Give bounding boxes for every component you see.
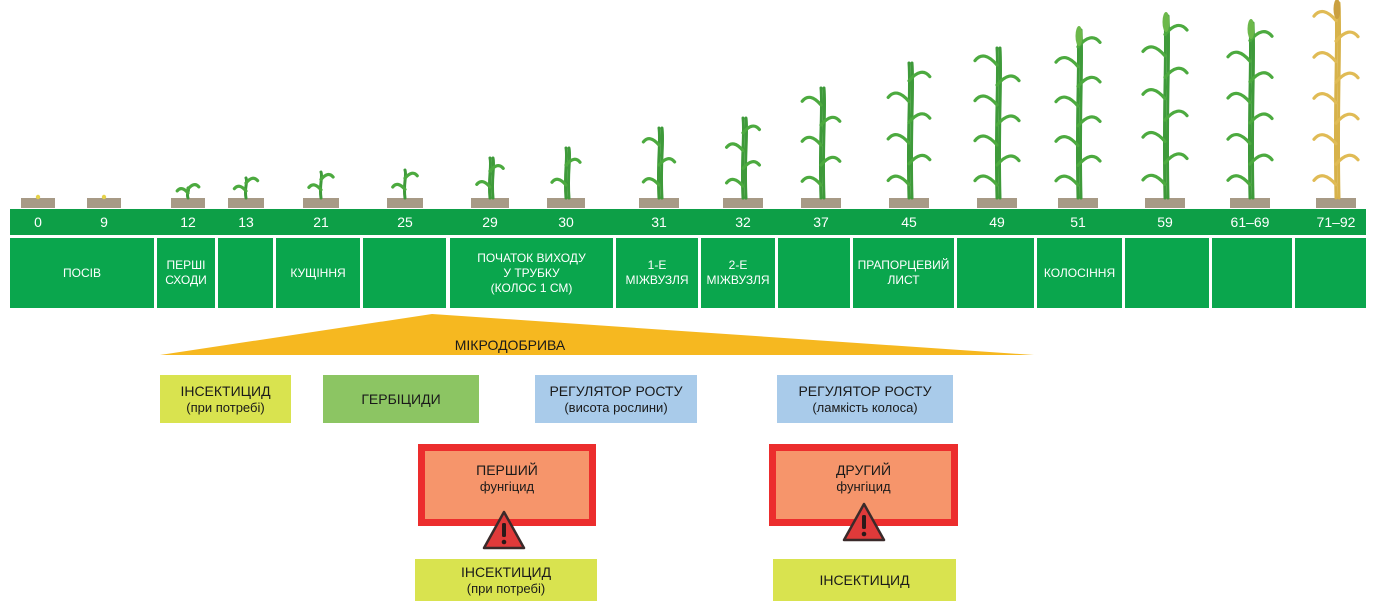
bbch-code: 59	[1157, 214, 1173, 230]
plant-stage-12	[171, 183, 205, 208]
plant-stage-30	[547, 146, 585, 208]
growth-stage-cell	[957, 238, 1034, 308]
insecticide-mid-title: ІНСЕКТИЦИД	[460, 563, 552, 580]
insecticide-early-title: ІНСЕКТИЦИД	[180, 382, 271, 399]
plant-stage-45	[886, 61, 932, 208]
plant-stage-9	[87, 194, 121, 208]
bbch-code: 31	[651, 214, 667, 230]
bbch-code: 25	[397, 214, 413, 230]
herbicides-title: ГЕРБІЦИДИ	[361, 390, 441, 407]
bbch-code: 49	[989, 214, 1005, 230]
plant-stage-71–92	[1312, 0, 1360, 208]
bbch-code: 30	[558, 214, 574, 230]
second-fungicide-note: фунгіцид	[836, 478, 891, 494]
herbicides-box: ГЕРБІЦИДИ	[323, 375, 479, 423]
bbch-code: 32	[735, 214, 751, 230]
microfertilizer-label: МІКРОДОБРИВА	[454, 337, 566, 353]
insecticide-late-box: ІНСЕКТИЦИД	[773, 559, 956, 601]
growth-regulator-height-title: РЕГУЛЯТОР РОСТУ	[549, 382, 683, 399]
growth-stage-cell	[1125, 238, 1209, 308]
growth-stage-cell: 2-Е МІЖВУЗЛЯ	[701, 238, 775, 308]
growth-stage-cell: КУЩІННЯ	[276, 238, 360, 308]
growth-stage-cell	[1295, 238, 1366, 308]
growth-regulator-height-note: (висота рослини)	[564, 399, 668, 415]
bbch-code: 29	[482, 214, 498, 230]
growth-regulator-ear-box: РЕГУЛЯТОР РОСТУ (ламкість колоса)	[777, 375, 953, 423]
plant-stage-49	[973, 46, 1021, 208]
growth-regulator-height-box: РЕГУЛЯТОР РОСТУ (висота рослини)	[535, 375, 697, 423]
growth-stage-cell	[1212, 238, 1292, 308]
insecticide-mid-note: (при потребі)	[466, 580, 546, 596]
warning-triangle-icon	[842, 502, 886, 542]
growth-regulator-ear-title: РЕГУЛЯТОР РОСТУ	[798, 382, 932, 399]
growth-stage-cell: ПОЧАТОК ВИХОДУ У ТРУБКУ (КОЛОС 1 СМ)	[450, 238, 613, 308]
plant-stage-0	[21, 194, 55, 208]
second-fungicide-title: ДРУГИЙ	[835, 461, 892, 478]
bbch-code-strip: 0 9 12 13 21 25 29 30 31 32 37 45 49 51 59 61–69 71–92	[10, 209, 1366, 235]
growth-stage-cell: 1-Е МІЖВУЗЛЯ	[616, 238, 698, 308]
insecticide-mid-box: ІНСЕКТИЦИД (при потребі)	[415, 559, 597, 601]
insecticide-early-note: (при потребі)	[186, 399, 265, 415]
plant-stage-31	[639, 126, 679, 208]
bbch-code: 9	[100, 214, 108, 230]
plant-stage-37	[800, 86, 842, 208]
growth-stage-cell: ПЕРШІ СХОДИ	[157, 238, 215, 308]
plant-stage-29	[471, 156, 509, 208]
bbch-code: 13	[238, 214, 254, 230]
first-fungicide-title: ПЕРШИЙ	[476, 461, 538, 478]
insecticide-late-title: ІНСЕКТИЦИД	[819, 571, 910, 588]
bbch-code: 61–69	[1230, 214, 1270, 230]
plant-stage-51	[1054, 26, 1102, 208]
bbch-code: 71–92	[1316, 214, 1356, 230]
growth-stage-cell: ПОСІВ	[10, 238, 154, 308]
growth-stage-cell	[218, 238, 273, 308]
growth-stage-cell: ПРАПОРЦЕВИЙ ЛИСТ	[853, 238, 954, 308]
plant-stage-61–69	[1226, 19, 1274, 208]
plant-stage-13	[228, 176, 264, 208]
bbch-code: 12	[180, 214, 196, 230]
warning-triangle-icon	[482, 510, 526, 550]
growth-regulator-ear-note: (ламкість колоса)	[812, 399, 918, 415]
growth-stage-cell: КОЛОСІННЯ	[1037, 238, 1122, 308]
plant-stage-21	[303, 170, 339, 208]
plant-growth-illustration	[21, 0, 1360, 208]
insecticide-early-box: ІНСЕКТИЦИД (при потребі)	[160, 375, 291, 423]
bbch-code: 45	[901, 214, 917, 230]
growth-stage-cell	[363, 238, 446, 308]
growth-stage-cell	[778, 238, 850, 308]
bbch-code: 0	[34, 214, 42, 230]
plant-stage-59	[1141, 12, 1189, 208]
plant-stage-32	[723, 116, 763, 208]
plant-stage-25	[387, 168, 423, 208]
first-fungicide-note: фунгіцид	[479, 478, 535, 494]
bbch-code: 51	[1070, 214, 1086, 230]
bbch-code: 21	[313, 214, 329, 230]
bbch-code: 37	[813, 214, 829, 230]
